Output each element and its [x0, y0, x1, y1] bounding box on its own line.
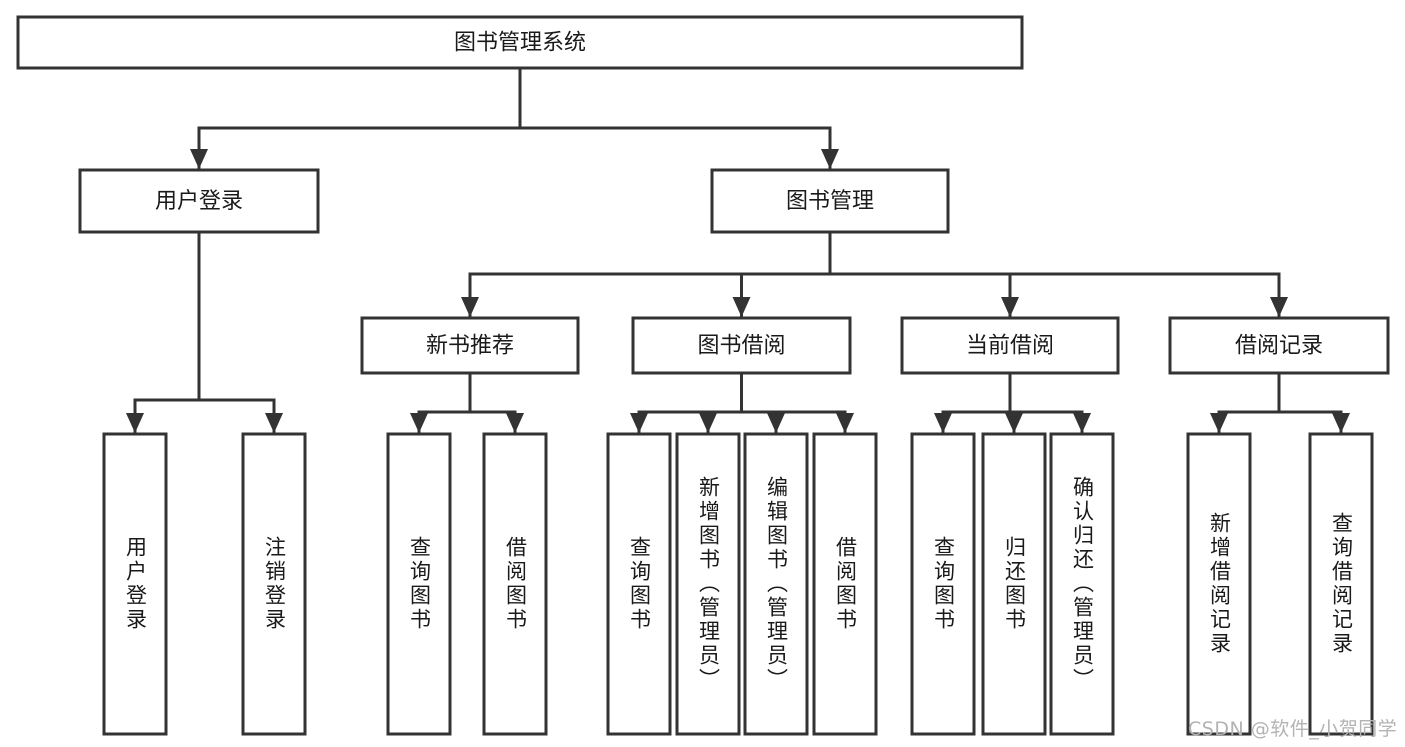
arrow-icon-leaf: [699, 413, 717, 433]
arrow-icon-leaf: [1073, 413, 1091, 433]
node-box-level2: [78, 168, 320, 234]
node-box-leaf: [1049, 432, 1115, 736]
arrow-icon-leaf: [767, 413, 785, 433]
node-label-level3: 图书借阅: [697, 334, 785, 359]
node-box-root: [16, 15, 1024, 70]
arrow-icon-leaf: [265, 413, 283, 433]
arrow-icon-level2: [190, 149, 208, 169]
node-label-root: 图书管理系统: [454, 31, 586, 56]
node-box-leaf: [1186, 432, 1252, 736]
node-box-leaf: [812, 432, 878, 736]
arrow-icon-leaf: [506, 413, 524, 433]
node-box-level3: [631, 316, 852, 375]
arrow-icon-leaf: [126, 413, 144, 433]
node-box-leaf: [386, 432, 452, 736]
arrow-icon-leaf: [410, 413, 428, 433]
node-box-leaf: [482, 432, 548, 736]
node-box-leaf: [910, 432, 976, 736]
arrow-icon-level3: [1001, 297, 1019, 317]
connectors-layer: [126, 66, 1350, 435]
node-box-leaf: [102, 432, 168, 736]
arrow-icon-leaf: [1210, 413, 1228, 433]
arrow-icon-leaf: [836, 413, 854, 433]
arrow-icon-leaf: [1005, 413, 1023, 433]
node-box-leaf: [981, 432, 1047, 736]
arrow-icon-leaf: [934, 413, 952, 433]
node-label-level2: 用户登录: [155, 189, 243, 214]
node-box-leaf: [241, 432, 307, 736]
arrow-icon-level2: [821, 149, 839, 169]
arrow-icon-leaf: [630, 413, 648, 433]
arrow-icon-level3: [461, 297, 479, 317]
node-label-level3: 当前借阅: [966, 334, 1054, 359]
node-box-level3: [1168, 316, 1390, 375]
arrow-icon-level3: [732, 297, 751, 317]
watermark-text: CSDN @软件_小贺同学: [1188, 718, 1398, 740]
node-box-leaf: [743, 432, 809, 736]
node-box-level3: [360, 316, 580, 375]
arrow-icon-level3: [1270, 297, 1288, 317]
node-box-level2: [710, 168, 950, 234]
boxes-layer: [16, 15, 1390, 736]
node-label-level2: 图书管理: [786, 189, 874, 214]
node-box-level3: [900, 316, 1120, 375]
node-box-leaf: [606, 432, 672, 736]
arrow-icon-leaf: [1332, 413, 1350, 433]
node-box-leaf: [675, 432, 741, 736]
node-label-level3: 新书推荐: [426, 334, 514, 359]
node-label-level3: 借阅记录: [1235, 334, 1323, 359]
node-box-leaf: [1308, 432, 1374, 736]
